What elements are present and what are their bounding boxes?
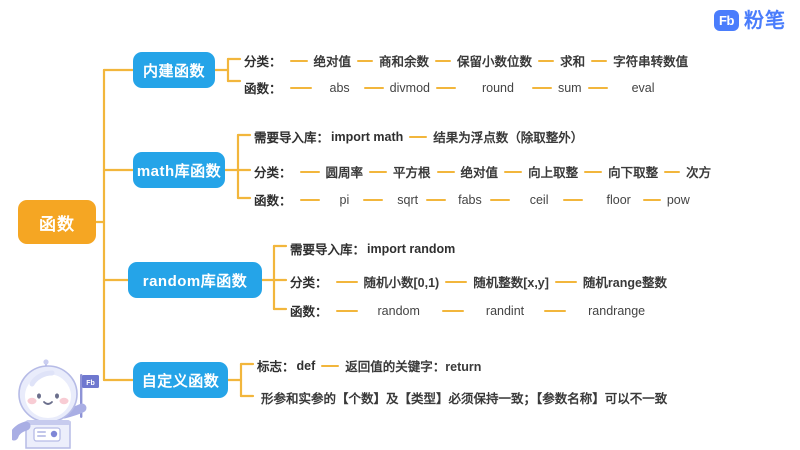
- row-label: 分类：: [254, 166, 292, 180]
- branch-node-label: math库函数: [136, 162, 222, 180]
- leaf-row-builtin-function: 函数： abs divmod round sum eval: [244, 78, 655, 97]
- dash-connector: [335, 309, 358, 312]
- dash-connector: [584, 170, 603, 173]
- dash-connector: [363, 86, 384, 89]
- row-label: 函数：: [244, 82, 282, 96]
- dash-connector: [445, 280, 468, 283]
- dash-connector: [489, 198, 510, 201]
- branch-node-label: 自定义函数: [141, 372, 220, 390]
- leaf-item[interactable]: 返回值的关键字：return: [315, 356, 481, 375]
- leaf-item[interactable]: random: [330, 304, 420, 318]
- leaf-item[interactable]: 绝对值: [431, 162, 498, 181]
- leaf-item[interactable]: pi: [294, 193, 349, 207]
- leaf-item[interactable]: sum: [514, 81, 582, 95]
- leaf-item[interactable]: floor: [549, 193, 631, 207]
- dash-connector: [357, 59, 374, 62]
- dash-connector: [562, 198, 583, 201]
- row-label: 函数：: [290, 305, 328, 319]
- dash-connector: [426, 198, 447, 201]
- leaf-item[interactable]: 保留小数位数: [429, 51, 532, 70]
- leaf-item[interactable]: import math: [331, 129, 404, 144]
- dash-connector: [664, 170, 681, 173]
- leaf-item[interactable]: eval: [582, 81, 655, 95]
- leaf-item[interactable]: import random: [367, 241, 456, 256]
- leaf-item[interactable]: pow: [631, 193, 690, 207]
- dash-connector: [289, 59, 308, 62]
- brand-logo: Fb 粉笔: [714, 10, 786, 31]
- leaf-item[interactable]: 向下取整: [578, 162, 658, 181]
- leaf-item[interactable]: sqrt: [349, 193, 418, 207]
- row-label: 函数：: [254, 194, 292, 208]
- leaf-row-math-function: 函数： pi sqrt fabs ceil floor pow: [254, 190, 690, 209]
- leaf-item[interactable]: fabs: [418, 193, 482, 207]
- astronaut-mascot: Fb: [12, 359, 99, 449]
- leaf-item[interactable]: 次方: [658, 162, 711, 181]
- leaf-item[interactable]: def: [296, 358, 316, 373]
- branch-node-math[interactable]: math库函数: [133, 152, 225, 188]
- dash-connector: [642, 198, 661, 201]
- leaf-item[interactable]: round: [430, 81, 514, 95]
- dash-connector: [587, 86, 608, 89]
- leaf-item[interactable]: randint: [420, 304, 524, 318]
- leaf-item[interactable]: 平方根: [363, 162, 431, 181]
- leaf-item[interactable]: 求和: [532, 51, 585, 70]
- brand-name: 粉笔: [744, 9, 786, 32]
- branch-node-random[interactable]: random库函数: [128, 262, 262, 298]
- fenbi-logo-icon: Fb: [714, 10, 739, 31]
- leaf-item[interactable]: 随机小数[0,1): [330, 272, 439, 291]
- branch-node-builtin[interactable]: 内建函数: [133, 52, 215, 88]
- dash-connector: [299, 170, 320, 173]
- dash-connector: [544, 309, 567, 312]
- dash-connector: [441, 309, 464, 312]
- leaf-item[interactable]: 随机整数[x,y]: [439, 272, 549, 291]
- row-label: 标志：: [257, 360, 295, 374]
- dash-connector: [435, 59, 452, 62]
- svg-text:Fb: Fb: [86, 380, 95, 387]
- leaf-item[interactable]: ceil: [482, 193, 549, 207]
- leaf-row-random-function: 函数： random randint randrange: [290, 301, 645, 320]
- leaf-row-custom-marker: 标志： def 返回值的关键字：return: [257, 356, 481, 375]
- dash-connector: [591, 59, 608, 62]
- leaf-row-math-import: 需要导入库： import math 结果为浮点数（除取整外）: [254, 127, 583, 146]
- dash-connector: [435, 86, 456, 89]
- row-label: 分类：: [290, 276, 328, 290]
- dash-connector: [554, 280, 577, 283]
- leaf-row-custom-rule: 形参和实参的【个数】及【类型】必须保持一致；【参数名称】可以不一致: [261, 388, 667, 407]
- leaf-item[interactable]: 形参和实参的【个数】及【类型】必须保持一致；【参数名称】可以不一致: [261, 392, 668, 406]
- dash-connector: [409, 135, 428, 138]
- dash-connector: [436, 170, 455, 173]
- branch-node-label: 内建函数: [142, 62, 205, 80]
- dash-connector: [504, 170, 523, 173]
- row-label: 分类：: [244, 55, 282, 69]
- row-label: 需要导入库：: [254, 131, 330, 145]
- leaf-item[interactable]: 随机range整数: [549, 272, 667, 291]
- leaf-row-random-import: 需要导入库： import random: [290, 239, 455, 258]
- dash-connector: [363, 198, 384, 201]
- leaf-item[interactable]: 圆周率: [294, 162, 363, 181]
- root-node-label: 函数: [39, 214, 75, 234]
- dash-connector: [321, 364, 340, 367]
- leaf-row-math-category: 分类： 圆周率 平方根 绝对值 向上取整 向下取整 次方: [254, 162, 711, 181]
- dash-connector: [335, 280, 358, 283]
- dash-connector: [531, 86, 552, 89]
- dash-connector: [289, 86, 312, 89]
- branch-node-label: random库函数: [142, 272, 248, 290]
- leaf-item[interactable]: 向上取整: [498, 162, 578, 181]
- dash-connector: [299, 198, 320, 201]
- dash-connector: [538, 59, 555, 62]
- leaf-item[interactable]: 结果为浮点数（除取整外）: [403, 127, 583, 146]
- leaf-row-random-category: 分类： 随机小数[0,1) 随机整数[x,y] 随机range整数: [290, 272, 667, 291]
- leaf-item[interactable]: randrange: [524, 304, 645, 318]
- row-label: 需要导入库：: [290, 243, 366, 257]
- leaf-item[interactable]: divmod: [350, 81, 430, 95]
- leaf-item[interactable]: 商和余数: [351, 51, 429, 70]
- leaf-row-builtin-category: 分类： 绝对值 商和余数 保留小数位数 求和 字符串转数值: [244, 51, 688, 70]
- leaf-item[interactable]: abs: [284, 81, 350, 95]
- root-node-function[interactable]: 函数: [18, 200, 96, 244]
- dash-connector: [369, 170, 388, 173]
- leaf-item[interactable]: 字符串转数值: [585, 51, 688, 70]
- leaf-item[interactable]: 绝对值: [284, 51, 351, 70]
- branch-node-custom[interactable]: 自定义函数: [133, 362, 228, 398]
